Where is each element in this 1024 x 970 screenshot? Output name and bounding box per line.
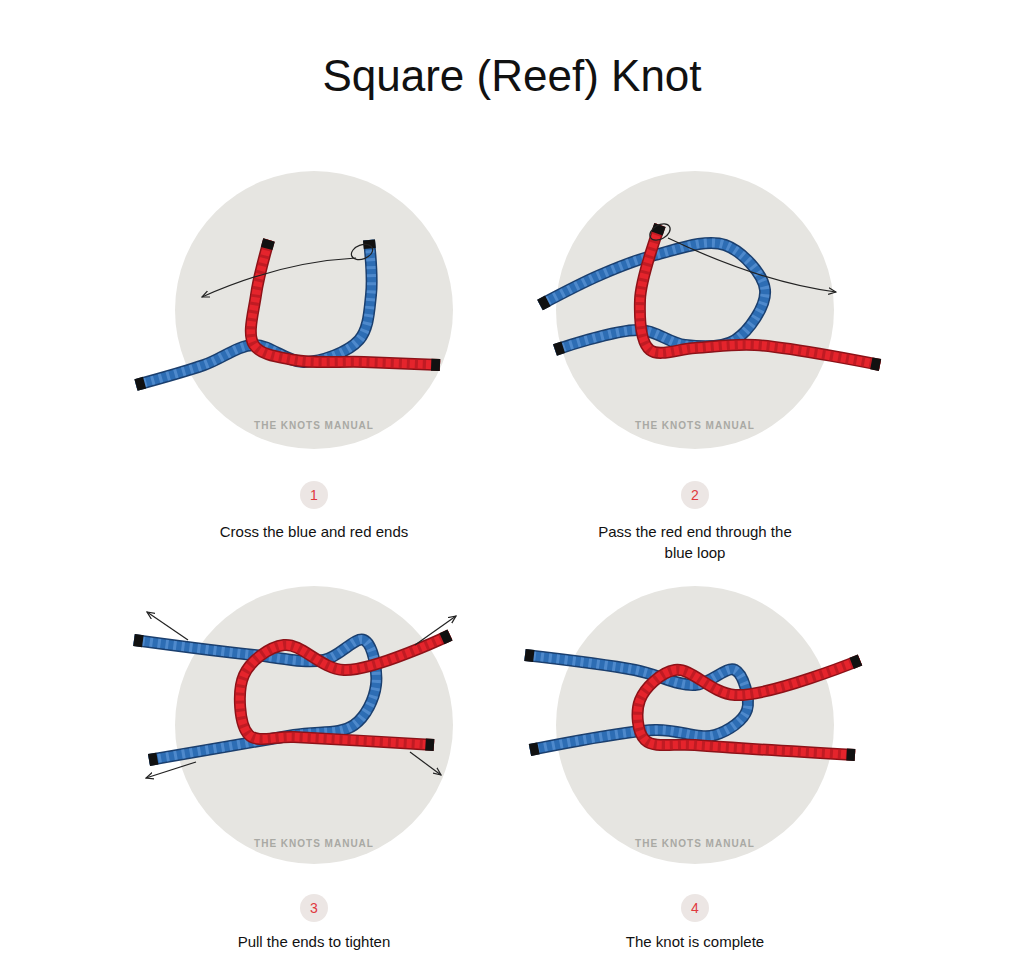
rope-panel — [540, 225, 880, 365]
step-number: 1 — [300, 481, 328, 509]
step-caption: Cross the blue and red ends — [154, 521, 474, 542]
step-number: 3 — [300, 894, 328, 922]
callout-number: 3 — [310, 900, 318, 916]
panel-disc — [175, 586, 453, 864]
rope-end-whipping — [240, 635, 450, 745]
rope-twist — [240, 635, 450, 745]
watermark: THE KNOTS MANUAL — [194, 838, 434, 849]
rope-body — [240, 635, 450, 745]
step-number: 4 — [681, 894, 709, 922]
motion-arrows — [146, 220, 836, 778]
rope-outline — [240, 635, 450, 745]
step-caption: The knot is complete — [535, 931, 855, 952]
rope-panel — [136, 240, 440, 385]
rope-twist — [638, 660, 860, 755]
rope-panel — [134, 635, 450, 760]
watermark: THE KNOTS MANUAL — [575, 838, 815, 849]
rope-body — [638, 660, 860, 755]
rope-end-whipping — [638, 660, 860, 755]
diagram-title: Square (Reef) Knot — [322, 50, 701, 102]
step-caption: Pass the red end through the blue loop — [595, 521, 795, 563]
callout-number: 1 — [310, 487, 318, 503]
watermark: THE KNOTS MANUAL — [194, 420, 434, 431]
callout-number: 4 — [691, 900, 699, 916]
pull-arrow — [410, 752, 441, 775]
turn-loop — [647, 220, 673, 243]
step-number: 2 — [681, 481, 709, 509]
panel-disc — [556, 586, 834, 864]
turn-loop — [349, 242, 374, 263]
pull-arrow — [415, 616, 456, 645]
rope-twist — [640, 225, 880, 365]
watermark: THE KNOTS MANUAL — [575, 420, 815, 431]
step-caption: Pull the ends to tighten — [154, 931, 474, 952]
pull-arrow — [147, 612, 188, 640]
rope-end-whipping — [640, 225, 880, 365]
rope-outline — [638, 660, 860, 755]
pull-arrow — [146, 762, 196, 778]
panel-disc — [556, 171, 834, 449]
motion-arrow — [668, 238, 836, 292]
panel-disc — [175, 171, 453, 449]
rope-group — [134, 225, 880, 760]
callout-number: 2 — [691, 487, 699, 503]
rope-panel — [525, 655, 860, 755]
motion-arrow — [202, 258, 356, 297]
rope-outline — [640, 225, 880, 365]
rope-body — [640, 225, 880, 365]
